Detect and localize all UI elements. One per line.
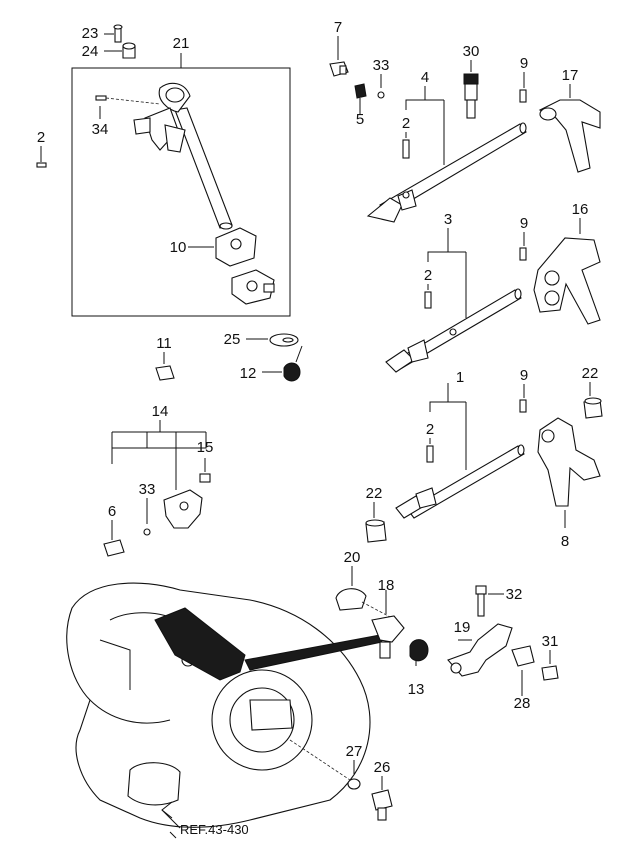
part-22-bushing-left <box>365 502 387 543</box>
callout-17: 17 <box>562 67 579 84</box>
part-6-bolt <box>103 520 125 557</box>
part-26-bolt <box>371 776 393 821</box>
callout-27: 27 <box>346 743 363 760</box>
callout-7: 7 <box>334 19 342 36</box>
part-10-selector-block <box>188 227 275 305</box>
part-5-spring <box>354 83 367 114</box>
part-22-bushing-right <box>583 382 603 419</box>
callout-2b: 2 <box>402 115 410 132</box>
callout-8: 8 <box>561 533 569 550</box>
callout-28: 28 <box>514 695 531 712</box>
callout-24: 24 <box>82 43 99 60</box>
shift-lever-shaft <box>133 82 233 230</box>
part-14-bracket <box>111 420 207 529</box>
part-33-ball-top <box>377 74 385 99</box>
shift-fork-16 <box>533 218 601 325</box>
callout-16: 16 <box>572 201 589 218</box>
part-2-pin-left <box>36 146 47 168</box>
part-11-bolt <box>155 352 175 381</box>
part-9-pin-middle <box>519 232 527 261</box>
shift-fork-17 <box>538 84 601 173</box>
part-32-bolt <box>475 585 504 617</box>
transmission-case <box>66 582 371 828</box>
part-27-washer <box>289 739 361 790</box>
callout-15: 15 <box>197 439 214 456</box>
callout-11: 11 <box>156 335 172 352</box>
part-9-pin-bottom <box>519 384 527 413</box>
callout-33b: 33 <box>139 481 156 498</box>
callout-9b: 9 <box>520 215 528 232</box>
callout-9a: 9 <box>520 55 528 72</box>
part-7-plug <box>329 36 349 77</box>
callout-9c: 9 <box>520 367 528 384</box>
callout-19: 19 <box>454 619 471 636</box>
part-33-ball-left <box>143 498 151 536</box>
callout-5: 5 <box>356 111 364 128</box>
callout-14: 14 <box>152 403 169 420</box>
part-30-switch <box>463 60 479 119</box>
callout-22b: 22 <box>582 365 599 382</box>
callout-2c: 2 <box>424 267 432 284</box>
callout-3: 3 <box>444 211 452 228</box>
callout-23: 23 <box>82 25 99 42</box>
shift-rod-1 <box>395 383 525 519</box>
callout-20: 20 <box>344 549 361 566</box>
callout-6: 6 <box>108 503 116 520</box>
callout-10: 10 <box>170 239 187 256</box>
callout-31: 31 <box>542 633 559 650</box>
part-31-bolt <box>541 650 559 681</box>
callout-12: 12 <box>240 365 257 382</box>
callout-13: 13 <box>408 681 425 698</box>
callout-34: 34 <box>92 121 109 138</box>
callout-labels: 1222234567899910111213141516171819202122… <box>37 19 599 776</box>
callout-2d: 2 <box>426 421 434 438</box>
part-13-spring <box>409 639 429 666</box>
callout-22a: 22 <box>366 485 383 502</box>
part-23-screw <box>104 24 123 43</box>
part-28-clip <box>511 645 535 696</box>
callout-26: 26 <box>374 759 391 776</box>
reference-label: REF.43-430 <box>180 822 249 837</box>
part-19-bracket <box>447 623 513 677</box>
shift-rod-3 <box>385 228 522 373</box>
part-24-cap <box>104 42 136 59</box>
callout-25: 25 <box>224 331 241 348</box>
part-20-cover <box>335 566 393 619</box>
callout-32: 32 <box>506 586 523 603</box>
part-15-nut <box>199 458 211 483</box>
part-9-pin-top <box>519 72 527 103</box>
shift-fork-8 <box>537 417 601 528</box>
callout-1: 1 <box>456 369 464 386</box>
part-34-pin <box>95 95 161 119</box>
part-18-lever <box>371 590 405 659</box>
reference-leader <box>161 801 181 839</box>
callout-21: 21 <box>173 35 190 52</box>
callout-18: 18 <box>378 577 395 594</box>
callout-4: 4 <box>421 69 429 86</box>
shift-rod-4 <box>366 86 527 223</box>
callout-30: 30 <box>463 43 480 60</box>
part-25-washer <box>246 333 299 347</box>
callout-33a: 33 <box>373 57 390 74</box>
callout-2a: 2 <box>37 129 45 146</box>
part-12-spring <box>262 345 303 382</box>
